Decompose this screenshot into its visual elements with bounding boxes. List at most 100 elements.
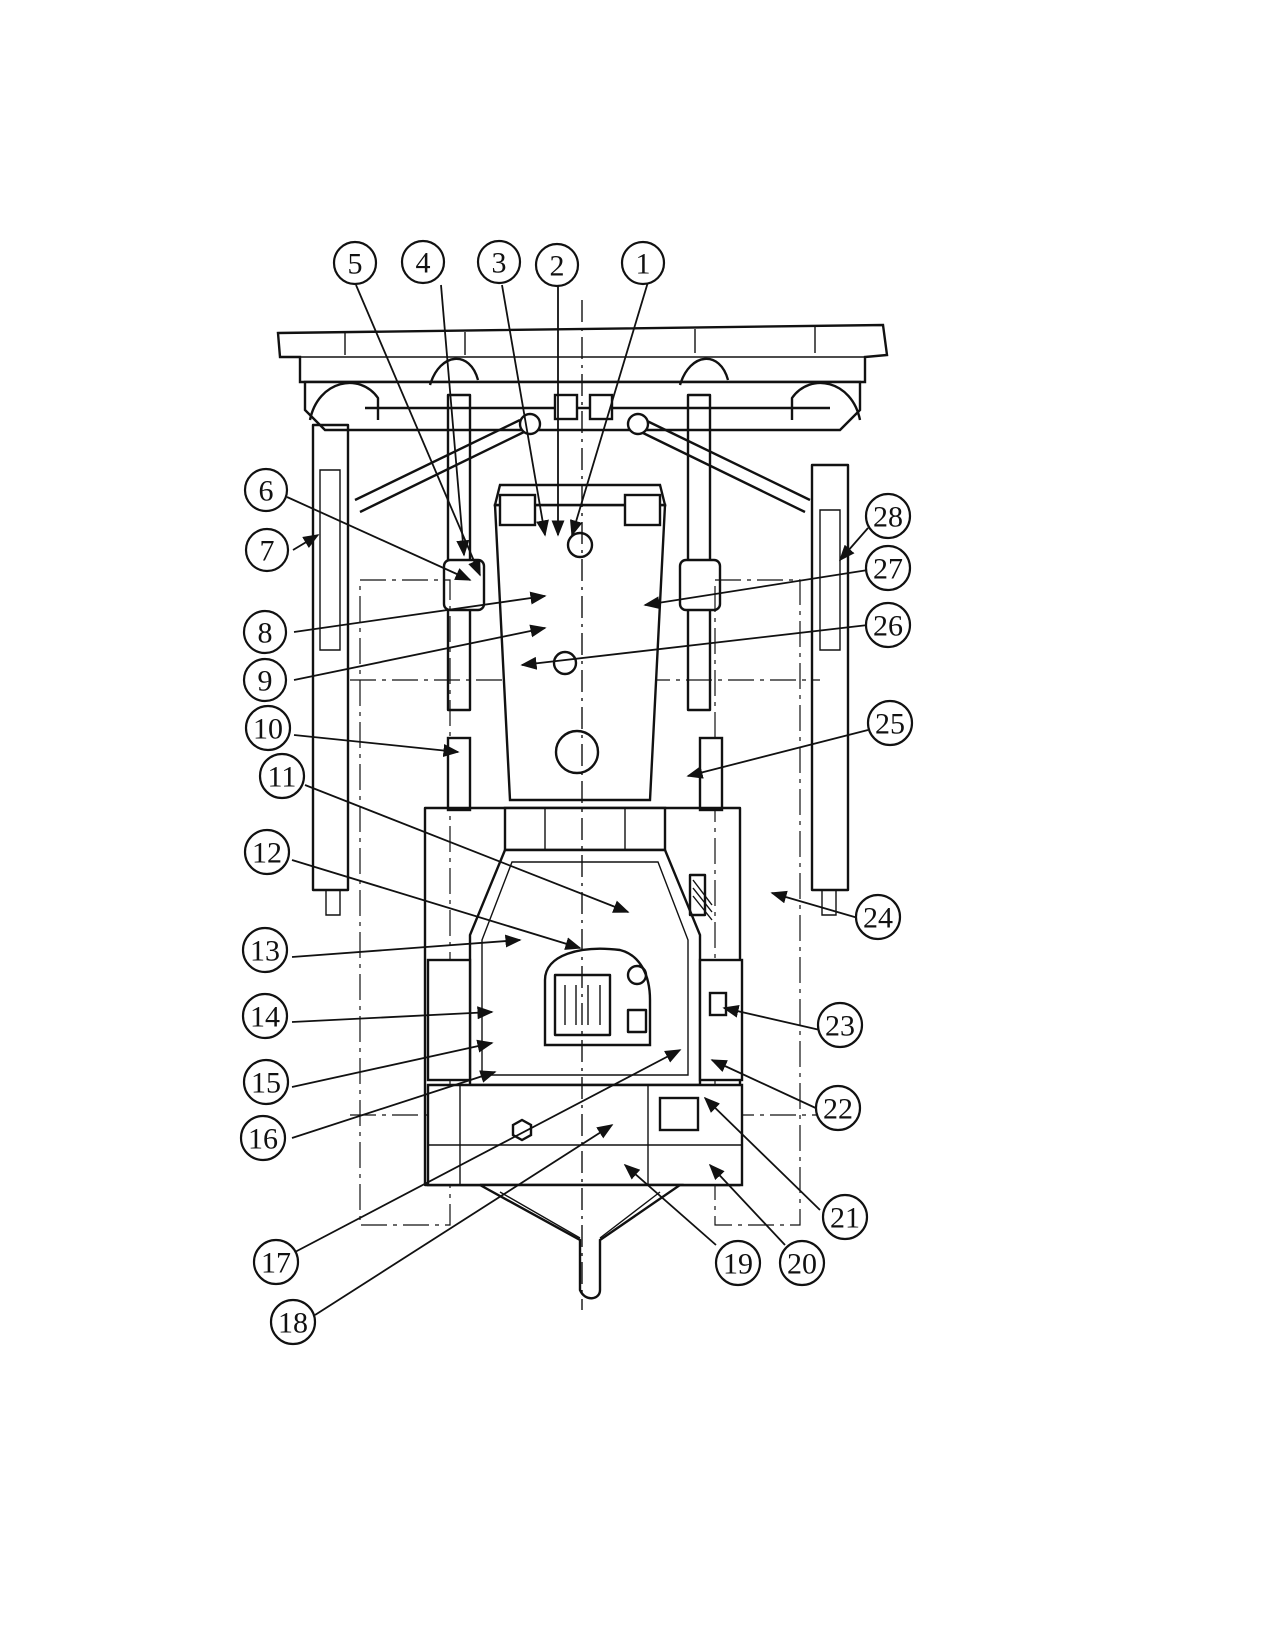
svg-text:14: 14 (250, 1001, 280, 1034)
svg-text:18: 18 (278, 1307, 308, 1340)
svg-text:20: 20 (787, 1248, 817, 1281)
svg-text:5: 5 (348, 248, 363, 281)
left-side-panel (426, 958, 472, 1082)
callout-labels: 1 2 3 4 5 6 7 8 9 10 11 12 13 14 15 16 1… (239, 239, 914, 1346)
callout-27: 27 (864, 544, 912, 592)
leader-24 (770, 890, 859, 919)
right-cylinder-pivot (626, 412, 650, 436)
right-diagonal-cylinder (640, 418, 811, 514)
callout-13: 13 (241, 926, 289, 974)
leader-19 (623, 1163, 717, 1246)
left-outer-strut-detail (319, 469, 341, 916)
leader-9 (293, 624, 547, 681)
svg-text:13: 13 (250, 935, 280, 968)
svg-text:15: 15 (251, 1067, 281, 1100)
callout-6: 6 (243, 467, 289, 513)
right-outer-strut-detail (819, 509, 841, 916)
callout-3: 3 (476, 239, 522, 285)
leader-15 (291, 1039, 494, 1088)
leader-18 (314, 1124, 614, 1316)
leader-1 (569, 281, 649, 537)
leader-4 (440, 284, 470, 557)
left-front-fender (308, 381, 380, 421)
left-vertical-cylinder (446, 393, 472, 712)
leader-28 (838, 527, 869, 562)
leader-20 (708, 1163, 786, 1246)
right-side-bracket (698, 736, 724, 812)
svg-text:28: 28 (873, 501, 903, 534)
callout-1: 1 (620, 240, 666, 286)
right-front-fender (790, 381, 862, 421)
rear-control-box (658, 1096, 700, 1132)
leader-13 (291, 934, 522, 958)
leader-11 (304, 784, 630, 913)
leader-14 (291, 1006, 494, 1023)
cab-front-hood-block (503, 806, 667, 852)
svg-text:8: 8 (258, 617, 273, 650)
svg-text:3: 3 (492, 247, 507, 280)
left-wheel-outline (359, 579, 451, 1226)
callout-5: 5 (332, 240, 378, 286)
leader-5 (355, 284, 481, 577)
left-top-hump (428, 357, 480, 386)
vehicle-line-drawing (276, 300, 889, 1310)
right-cylinder-clamp (678, 558, 722, 612)
front-panel-hole-lower (554, 729, 600, 775)
front-panel-hole-middle (552, 650, 578, 676)
left-diagonal-cylinder (354, 418, 525, 514)
leader-23 (722, 1004, 821, 1031)
cab-front-hood-lines (544, 808, 626, 850)
leader-25 (686, 729, 869, 779)
callout-7: 7 (244, 527, 290, 573)
left-cylinder-pivot (518, 412, 542, 436)
front-axle-housing (303, 380, 862, 432)
svg-text:16: 16 (248, 1123, 278, 1156)
leader-27 (643, 569, 869, 610)
leader-16 (291, 1070, 497, 1139)
leader-21 (703, 1096, 821, 1211)
tie-rod-center-link-right (588, 393, 614, 421)
left-outer-strut (311, 423, 350, 892)
rear-deck-lines (428, 1085, 742, 1185)
tow-bar-inner (499, 1191, 661, 1239)
front-center-panel (493, 503, 667, 802)
leader-8 (293, 591, 547, 633)
callout-10: 10 (244, 704, 292, 752)
callout-19: 19 (714, 1239, 762, 1287)
callout-20: 20 (778, 1239, 826, 1287)
leader-7 (292, 534, 320, 551)
leader-3 (501, 284, 549, 537)
svg-text:10: 10 (253, 713, 283, 746)
callout-9: 9 (242, 657, 288, 703)
svg-text:21: 21 (830, 1202, 860, 1235)
callout-11: 11 (258, 752, 306, 800)
leader-17 (294, 1049, 682, 1253)
svg-text:24: 24 (863, 902, 893, 935)
callout-2: 2 (534, 242, 580, 288)
leader-22 (710, 1059, 821, 1111)
operator-seat (543, 947, 652, 1047)
leader-10 (293, 734, 460, 757)
svg-text:2: 2 (550, 250, 565, 283)
callout-12: 12 (243, 828, 291, 876)
callout-24: 24 (854, 893, 902, 941)
callout-22: 22 (814, 1084, 862, 1132)
top-right-block (623, 493, 662, 527)
leader-12 (291, 859, 582, 950)
right-outer-strut (810, 463, 850, 892)
top-left-block (498, 493, 537, 527)
svg-text:26: 26 (873, 610, 903, 643)
svg-text:1: 1 (636, 248, 651, 281)
tie-rod-center-link-left (553, 393, 579, 421)
right-top-hump (678, 357, 730, 386)
callout-21: 21 (821, 1193, 869, 1241)
callout-23: 23 (816, 1001, 864, 1049)
left-side-bracket (446, 736, 472, 812)
leader-lines (286, 281, 869, 1316)
operator-compartment-inner (481, 861, 689, 1076)
callout-15: 15 (242, 1058, 290, 1106)
svg-text:11: 11 (268, 761, 297, 794)
svg-text:22: 22 (823, 1093, 853, 1126)
svg-text:12: 12 (252, 837, 282, 870)
callout-26: 26 (864, 601, 912, 649)
